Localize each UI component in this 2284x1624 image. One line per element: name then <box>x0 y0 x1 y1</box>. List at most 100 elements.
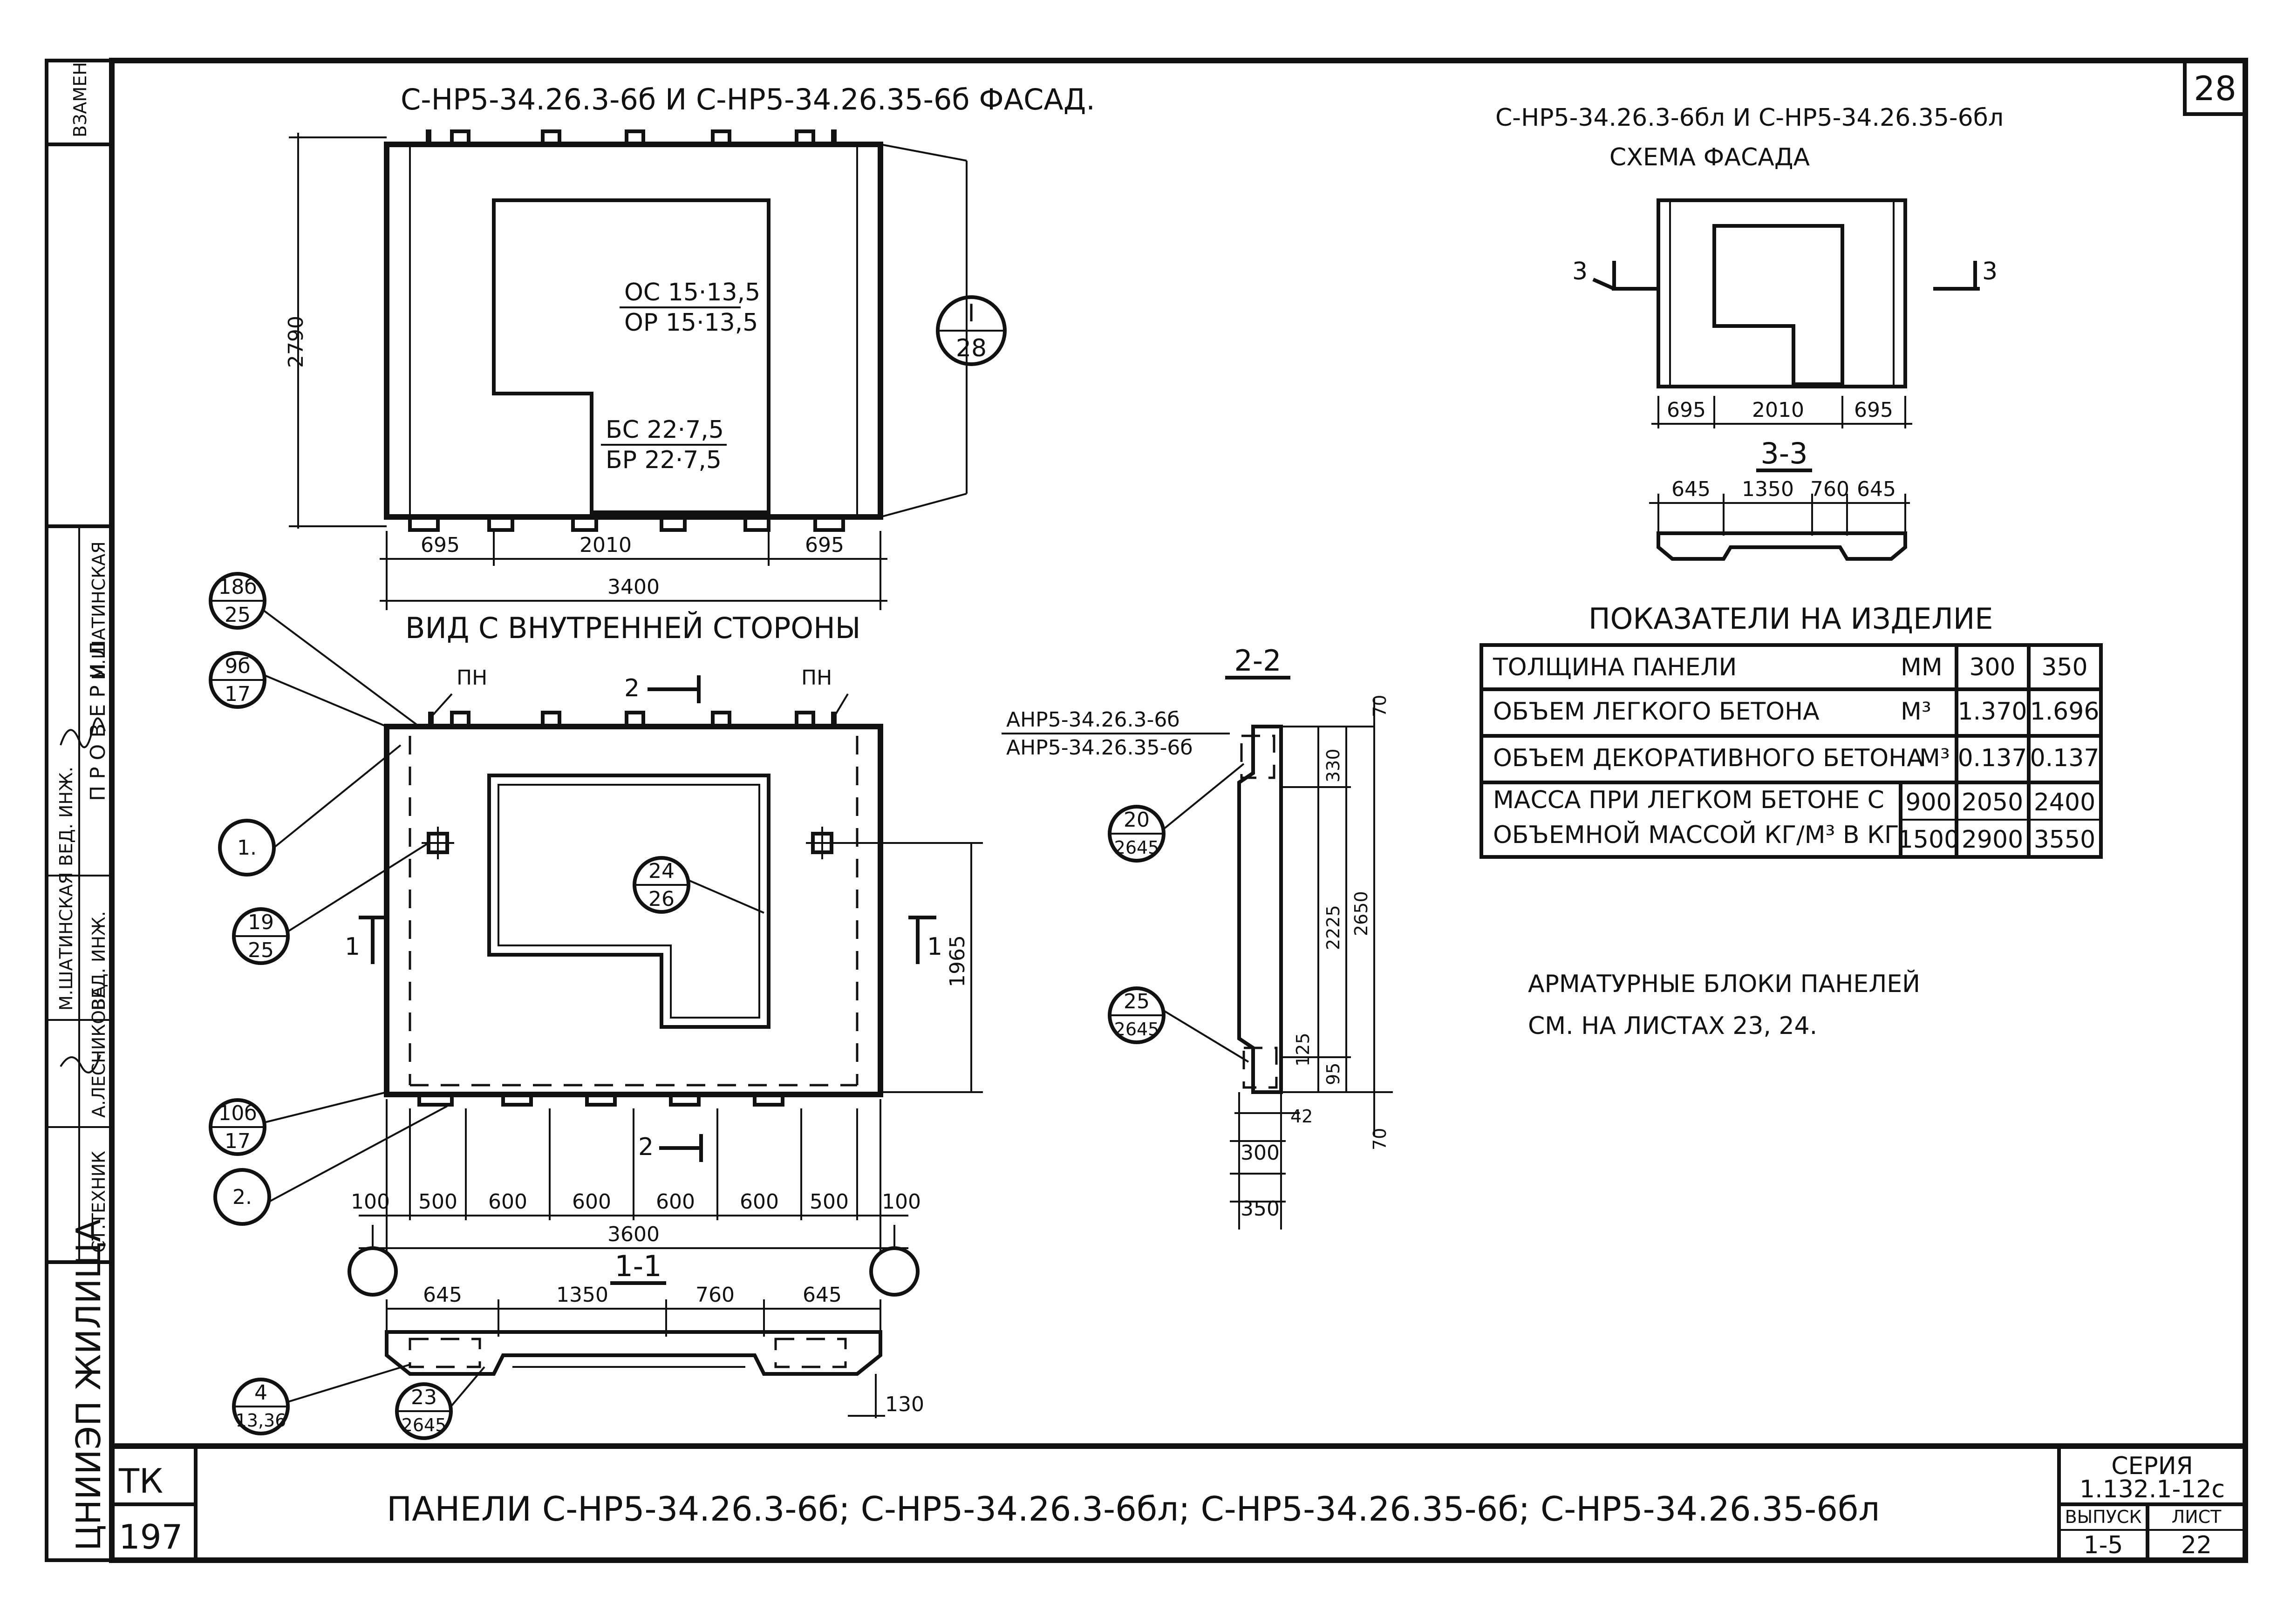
callout-18b-top: 18б <box>218 575 257 599</box>
mass-900-300: 2050 <box>1962 788 2023 816</box>
series-label: СЕРИЯ <box>2111 1452 2193 1480</box>
title-block-title: ПАНЕЛИ С-НР5-34.26.3-6б; С-НР5-34.26.3-6… <box>387 1489 1880 1529</box>
section-mark-1-right: 1 <box>927 933 942 961</box>
inner-width-3: 600 <box>488 1190 527 1214</box>
inner-view-title: ВИД С ВНУТРЕННЕЙ СТОРОНЫ <box>405 611 860 645</box>
facade-width-dims <box>380 531 887 610</box>
callout-2-top: 2. <box>232 1185 252 1209</box>
title-block-tk: ТК <box>118 1461 163 1501</box>
inner-callouts <box>209 572 764 1226</box>
callout-24-bottom: 26 <box>648 887 675 911</box>
indicators-table <box>1479 643 2103 859</box>
inner-panel <box>384 711 883 1107</box>
section-2-2-dim-42: 42 <box>1290 1106 1313 1127</box>
facade-total-width: 3400 <box>607 575 660 599</box>
signature-2 <box>60 1054 101 1074</box>
inner-width-8: 100 <box>882 1190 921 1214</box>
scheme-width-3: 695 <box>1854 398 1893 422</box>
callout-10b-top: 10б <box>218 1101 257 1125</box>
callout-4-top: 4 <box>254 1381 267 1405</box>
scheme-section-3-3 <box>1649 494 1910 561</box>
mass-900-350: 2400 <box>2034 788 2095 816</box>
section-1-1-depth: 130 <box>885 1393 924 1416</box>
inner-width-6: 600 <box>740 1190 779 1214</box>
scheme-width-2: 2010 <box>1752 398 1804 422</box>
callout-10b-bottom: 17 <box>225 1129 251 1153</box>
indicator-row-3-label: ОБЪЕМ ДЕКОРАТИВНОГО БЕТОНА <box>1493 744 1923 772</box>
indicator-row-2-350: 1.696 <box>2030 698 2100 726</box>
scheme-width-1: 695 <box>1667 398 1706 422</box>
indicators-title: ПОКАЗАТЕЛИ НА ИЗДЕЛИЕ <box>1589 602 1993 636</box>
lifting-loop-label-right: ПН <box>801 666 832 690</box>
section-1-1-dim-4: 645 <box>803 1283 842 1307</box>
stamp-name-1: М.ШАТИНСКАЯ <box>89 541 109 680</box>
section-2-2-dim-300: 300 <box>1241 1141 1280 1165</box>
inner-width-7: 500 <box>810 1190 849 1214</box>
stamp-name-2: М.ШАТИНСКАЯ <box>56 872 76 1011</box>
title-block-number: 197 <box>119 1517 183 1556</box>
opening-door-1: БС 22·7,5 <box>606 416 724 444</box>
inner-width-2: 500 <box>418 1190 457 1214</box>
scheme-section-title: 3-3 <box>1760 436 1807 470</box>
callout-9b-bottom: 17 <box>225 682 251 706</box>
sheet-label: ЛИСТ <box>2172 1507 2222 1527</box>
facade-callout-bottom: 28 <box>956 334 987 362</box>
callout-19-top: 19 <box>248 911 274 934</box>
callout-20-top: 20 <box>1124 808 1150 832</box>
indicator-row-1-300: 300 <box>1969 653 2015 681</box>
note-line-2: СМ. НА ЛИСТАХ 23, 24. <box>1528 1012 1817 1040</box>
facade-height-label: 2790 <box>284 316 308 368</box>
series-value: 1.132.1-12с <box>2079 1475 2225 1503</box>
section-2-2-mark-1: АНР5-34.26.3-6б <box>1006 708 1180 732</box>
facade-panel <box>384 129 968 532</box>
opening-window-2: ОР 15·13,5 <box>624 309 758 337</box>
axis-bubble-left <box>348 1246 398 1297</box>
section-2-2-dim-70-top: 70 <box>1370 695 1390 717</box>
issue-label: ВЫПУСК <box>2065 1507 2142 1527</box>
stamp-vzamen: ВЗАМЕН <box>70 62 90 137</box>
stamp-proveril: П Р О В Е Р И Л <box>86 641 110 801</box>
opening-window-1: ОС 15·13,5 <box>624 279 760 306</box>
scheme-cut-left: 3 <box>1572 258 1588 285</box>
indicator-row-3-350: 0.137 <box>2030 744 2100 772</box>
stamp-institute: ЦНИИЭП ЖИЛИЩА <box>69 1219 108 1551</box>
section-1-1-dim-3: 760 <box>695 1283 735 1307</box>
callout-20-bottom: 2645 <box>1114 837 1159 858</box>
stamp-role-3: СТ.ТЕХНИК <box>89 1151 109 1253</box>
scheme-cut-right: 3 <box>1982 258 1998 285</box>
scheme-title: С-НР5-34.26.3-6бл И С-НР5-34.26.35-6бл <box>1495 104 2004 132</box>
scheme-subtitle: СХЕМА ФАСАДА <box>1609 143 1810 171</box>
scheme-section-dim-1: 645 <box>1671 477 1711 501</box>
section-2-2-dim-125: 125 <box>1293 1033 1313 1067</box>
indicator-row-3-300: 0.137 <box>1958 744 2027 772</box>
section-1-1-title: 1-1 <box>614 1249 661 1283</box>
section-mark-2-bottom: 2 <box>638 1133 654 1161</box>
section-2-2-mark-2: АНР5-34.26.35-6б <box>1006 736 1193 760</box>
indicator-row-1-350: 350 <box>2041 653 2087 681</box>
callout-24-top: 24 <box>648 859 675 883</box>
mass-label-line-2: ОБЪЕМНОЙ МАССОЙ КГ/М³ В КГ <box>1493 821 1899 849</box>
mass-1500-350: 3550 <box>2034 826 2095 854</box>
section-2-2-dim-330: 330 <box>1323 748 1343 782</box>
section-2-2-dim-70-bottom: 70 <box>1370 1128 1390 1150</box>
scheme-section-dim-3: 760 <box>1810 477 1849 501</box>
callout-1-top: 1. <box>237 836 257 860</box>
callout-4-bottom: 13,36 <box>236 1410 286 1431</box>
indicator-row-3-unit: М³ <box>1919 744 1950 772</box>
mass-1500-300: 2900 <box>1962 826 2023 854</box>
section-2-2-dim-2225: 2225 <box>1323 905 1343 950</box>
stamp-role-1: ВЕД. ИНЖ. <box>56 767 76 866</box>
indicator-row-1-label: ТОЛЩИНА ПАНЕЛИ <box>1493 653 1737 681</box>
signature-1 <box>60 717 106 748</box>
facade-callout-top: I <box>968 299 975 327</box>
mass-label-line-1: МАССА ПРИ ЛЕГКОМ БЕТОНЕ С <box>1493 786 1884 814</box>
facade-width-3: 695 <box>805 533 844 557</box>
callout-9b-top: 9б <box>225 654 250 678</box>
callout-23-top: 23 <box>411 1386 437 1409</box>
sheet-number: 28 <box>2194 69 2236 108</box>
side-stamp <box>45 59 114 1562</box>
section-2-2-title: 2-2 <box>1234 644 1281 678</box>
callout-25-top: 25 <box>1124 990 1150 1013</box>
scheme-section-dim-4: 645 <box>1857 477 1896 501</box>
